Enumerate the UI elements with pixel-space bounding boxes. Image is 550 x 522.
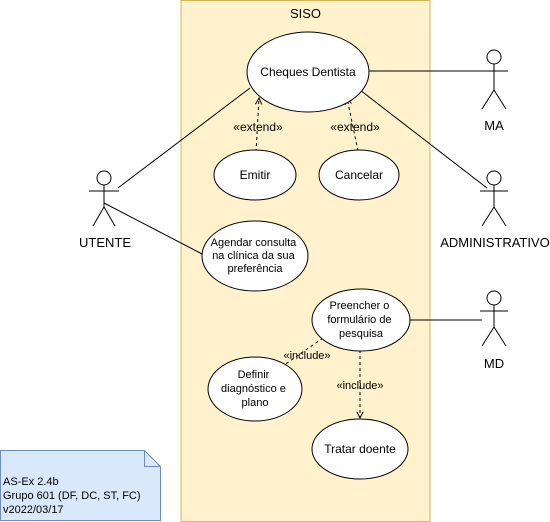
actor-utente-label: UTENTE <box>79 235 131 250</box>
use-case-definir-line-1: Definir <box>238 369 270 381</box>
use-case-preencher-line-3: pesquisa <box>339 328 384 340</box>
use-case-definir-line-2: diagnóstico e <box>221 383 286 395</box>
use-case-agendar-consulta[interactable] <box>201 220 309 292</box>
note-line-3: v2022/03/17 <box>3 504 64 516</box>
use-case-agendar-line-3: preferência <box>227 263 283 275</box>
use-case-preencher-formulario[interactable] <box>311 288 411 352</box>
svg-text:Agendar consulta na clínic: Agendar consulta na clínica da sua prefe… <box>211 237 300 275</box>
assoc-utente-cheques <box>117 87 251 189</box>
system-title: SISO <box>290 6 321 21</box>
note-line-1: AS-Ex 2.4b <box>3 476 59 488</box>
use-case-cancelar[interactable] <box>318 149 400 201</box>
use-case-tratar-label: Tratar doente <box>324 442 396 456</box>
assoc-cheques-administrativo <box>359 89 488 189</box>
actor-ma-figure[interactable] <box>480 49 508 110</box>
use-case-definir-diagnostico[interactable] <box>207 356 303 422</box>
use-case-agendar-line-2: na clínica da sua <box>212 250 295 262</box>
svg-text:Definir diagnóstico e: Definir diagnóstico e plano <box>221 369 289 409</box>
version-note: AS-Ex 2.4b Grupo 601 (DF, DC, ST, FC) v2… <box>0 450 161 521</box>
actor-administrativo-label: ADMINISTRATIVO <box>440 235 550 250</box>
actor-administrativo-figure[interactable] <box>480 170 508 227</box>
actor-ma-label: MA <box>484 118 504 133</box>
use-case-preencher-line-2: formulário de <box>327 314 391 326</box>
actor-md-label: MD <box>484 356 504 371</box>
svg-text:Preencher o formulário de: Preencher o formulário de pesquisa <box>327 300 394 340</box>
actor-utente-figure[interactable] <box>89 170 119 227</box>
use-case-definir-line-3: plano <box>242 397 269 409</box>
use-case-cheques-label: Cheques Dentista <box>260 65 356 79</box>
use-case-preencher-line-1: Preencher o <box>330 300 390 312</box>
use-case-emitir-label: Emitir <box>240 168 271 182</box>
include-label-definir: «include» <box>283 350 330 362</box>
use-case-agendar-line-1: Agendar consulta <box>211 237 297 249</box>
use-case-cancelar-label: Cancelar <box>335 168 383 182</box>
use-case-cheques-dentista[interactable] <box>246 31 370 113</box>
note-line-2: Grupo 601 (DF, DC, ST, FC) <box>3 490 141 502</box>
assoc-utente-agendar <box>103 202 205 256</box>
extend-label-cancelar: «extend» <box>330 120 380 134</box>
extend-label-emitir: «extend» <box>233 120 283 134</box>
use-case-emitir[interactable] <box>213 149 297 201</box>
dashed-relations <box>256 98 360 418</box>
use-case-tratar-doente[interactable] <box>311 418 409 480</box>
association-lines <box>103 70 488 321</box>
actor-md-figure[interactable] <box>480 290 508 347</box>
include-label-tratar: «include» <box>336 380 383 392</box>
